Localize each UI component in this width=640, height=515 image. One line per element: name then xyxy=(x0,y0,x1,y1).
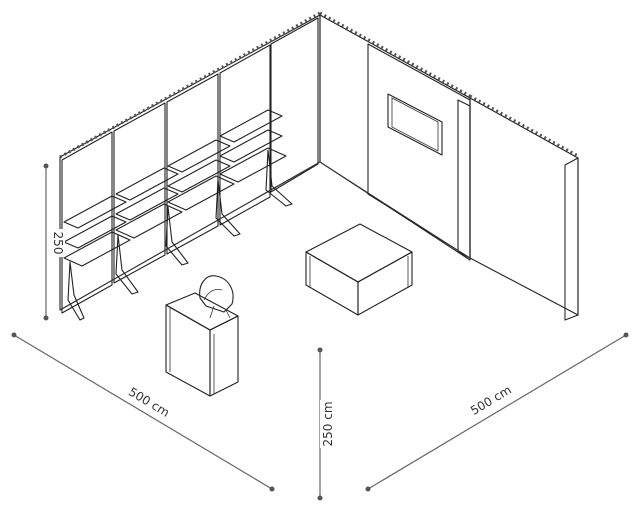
height-side-label: 250 xyxy=(51,232,65,255)
right-wall xyxy=(469,94,579,321)
width-right-label: 500 cm xyxy=(468,383,514,418)
height-center-label: 250 cm xyxy=(321,401,335,446)
shelving xyxy=(63,109,293,321)
center-table xyxy=(305,223,413,316)
back-wall xyxy=(319,11,471,261)
chair xyxy=(199,275,234,319)
width-left-label: 500 cm xyxy=(126,385,172,420)
width-right-label-group: 500 cm xyxy=(465,380,517,420)
height-side-label-group: 250 xyxy=(51,229,65,257)
reception-counter xyxy=(165,292,239,397)
width-right-dimension-line xyxy=(367,334,627,490)
width-left-dimension-line xyxy=(13,334,273,490)
left-wall xyxy=(59,11,321,314)
height-center-label-group: 250 cm xyxy=(320,400,335,448)
screen-panel xyxy=(387,93,443,156)
